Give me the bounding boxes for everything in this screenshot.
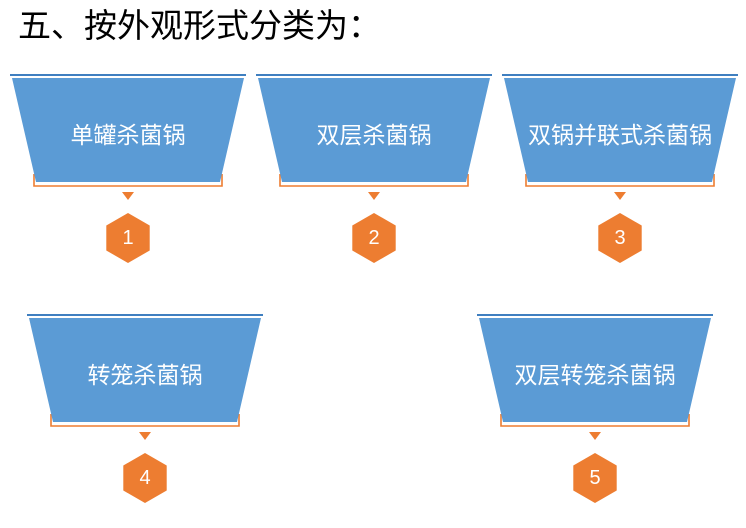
category-number-badge: 4: [139, 466, 151, 489]
category-number-badge: 3: [614, 226, 626, 249]
category-node-2: 双层杀菌锅 2: [254, 72, 494, 272]
category-node-1: 单罐杀菌锅 1: [8, 72, 248, 272]
trapezoid: [29, 318, 261, 422]
hexagon-badge: [106, 213, 150, 263]
pointer-triangle: [589, 432, 601, 440]
category-node-5: 双层转笼杀菌锅 5: [475, 312, 715, 512]
bracket-line: [279, 174, 469, 187]
funnel-shape: [477, 314, 713, 503]
category-number-badge: 2: [368, 226, 380, 249]
pointer-triangle: [614, 192, 626, 200]
bracket-line: [525, 174, 715, 187]
trapezoid: [479, 318, 711, 422]
funnel-shape: [10, 74, 246, 263]
funnel-shape: [27, 314, 263, 503]
category-node-4: 转笼杀菌锅 4: [25, 312, 265, 512]
funnel-shape: [256, 74, 492, 263]
category-label: 转笼杀菌锅: [87, 362, 203, 389]
trapezoid: [504, 78, 736, 182]
bracket-line: [33, 174, 223, 187]
trapezoid: [258, 78, 490, 182]
category-label: 双锅并联式杀菌锅: [528, 122, 712, 149]
hexagon-badge: [352, 213, 396, 263]
bracket-line: [50, 414, 240, 427]
category-label: 单罐杀菌锅: [70, 122, 186, 149]
pointer-triangle: [122, 192, 134, 200]
hexagon-badge: [598, 213, 642, 263]
category-number-badge: 5: [589, 466, 601, 489]
trapezoid: [12, 78, 244, 182]
pointer-triangle: [368, 192, 380, 200]
pointer-triangle: [139, 432, 151, 440]
category-label: 双层杀菌锅: [316, 122, 432, 149]
page-title: 五、按外观形式分类为：: [18, 6, 381, 45]
category-node-3: 双锅并联式杀菌锅 3: [500, 72, 740, 272]
funnel-shape: [502, 74, 738, 263]
bracket-line: [500, 414, 690, 427]
category-number-badge: 1: [122, 226, 134, 249]
hexagon-badge: [123, 453, 167, 503]
category-label: 双层转笼杀菌锅: [514, 362, 676, 389]
hexagon-badge: [573, 453, 617, 503]
